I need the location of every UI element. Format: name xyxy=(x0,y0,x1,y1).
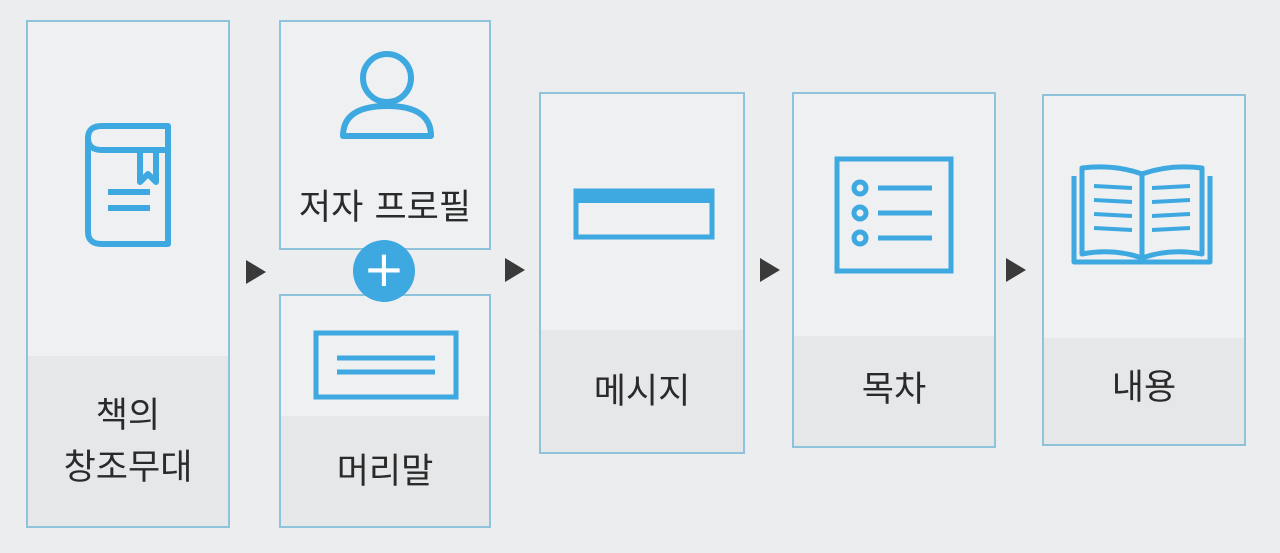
node-message-band xyxy=(541,330,743,452)
node-preface-band xyxy=(281,416,489,526)
node-message-label: 메시지 xyxy=(593,372,691,412)
open-book-icon xyxy=(1071,164,1213,265)
node-message: 메시지 xyxy=(539,92,745,454)
node-toc-band xyxy=(794,336,994,446)
node-profile: 저자 프로필 xyxy=(279,20,491,250)
node-profile-label: 저자 프로필 xyxy=(298,188,472,228)
person-icon xyxy=(340,51,434,139)
arrow-right-icon xyxy=(1006,258,1026,282)
node-preface: 머리말 xyxy=(279,294,491,528)
bar-icon xyxy=(573,188,715,240)
list-icon xyxy=(834,156,954,274)
node-content-label: 내용 xyxy=(1111,368,1177,408)
arrow-right-icon xyxy=(505,258,525,282)
node-content-band xyxy=(1044,338,1244,444)
node-preface-label: 머리말 xyxy=(336,452,434,492)
node-cover-band xyxy=(28,356,228,526)
node-content: 내용 xyxy=(1042,94,1246,446)
node-cover: 책의 창조무대 xyxy=(26,20,230,528)
book-icon xyxy=(85,123,171,247)
plus-icon: + xyxy=(353,240,415,302)
node-toc: 목차 xyxy=(792,92,996,448)
text-box-icon xyxy=(313,330,459,400)
arrow-right-icon xyxy=(246,260,266,284)
arrow-right-icon xyxy=(760,258,780,282)
node-cover-label-line1: 책의 xyxy=(95,396,161,436)
node-cover-label-line2: 창조무대 xyxy=(63,448,193,488)
node-toc-label: 목차 xyxy=(861,370,927,410)
